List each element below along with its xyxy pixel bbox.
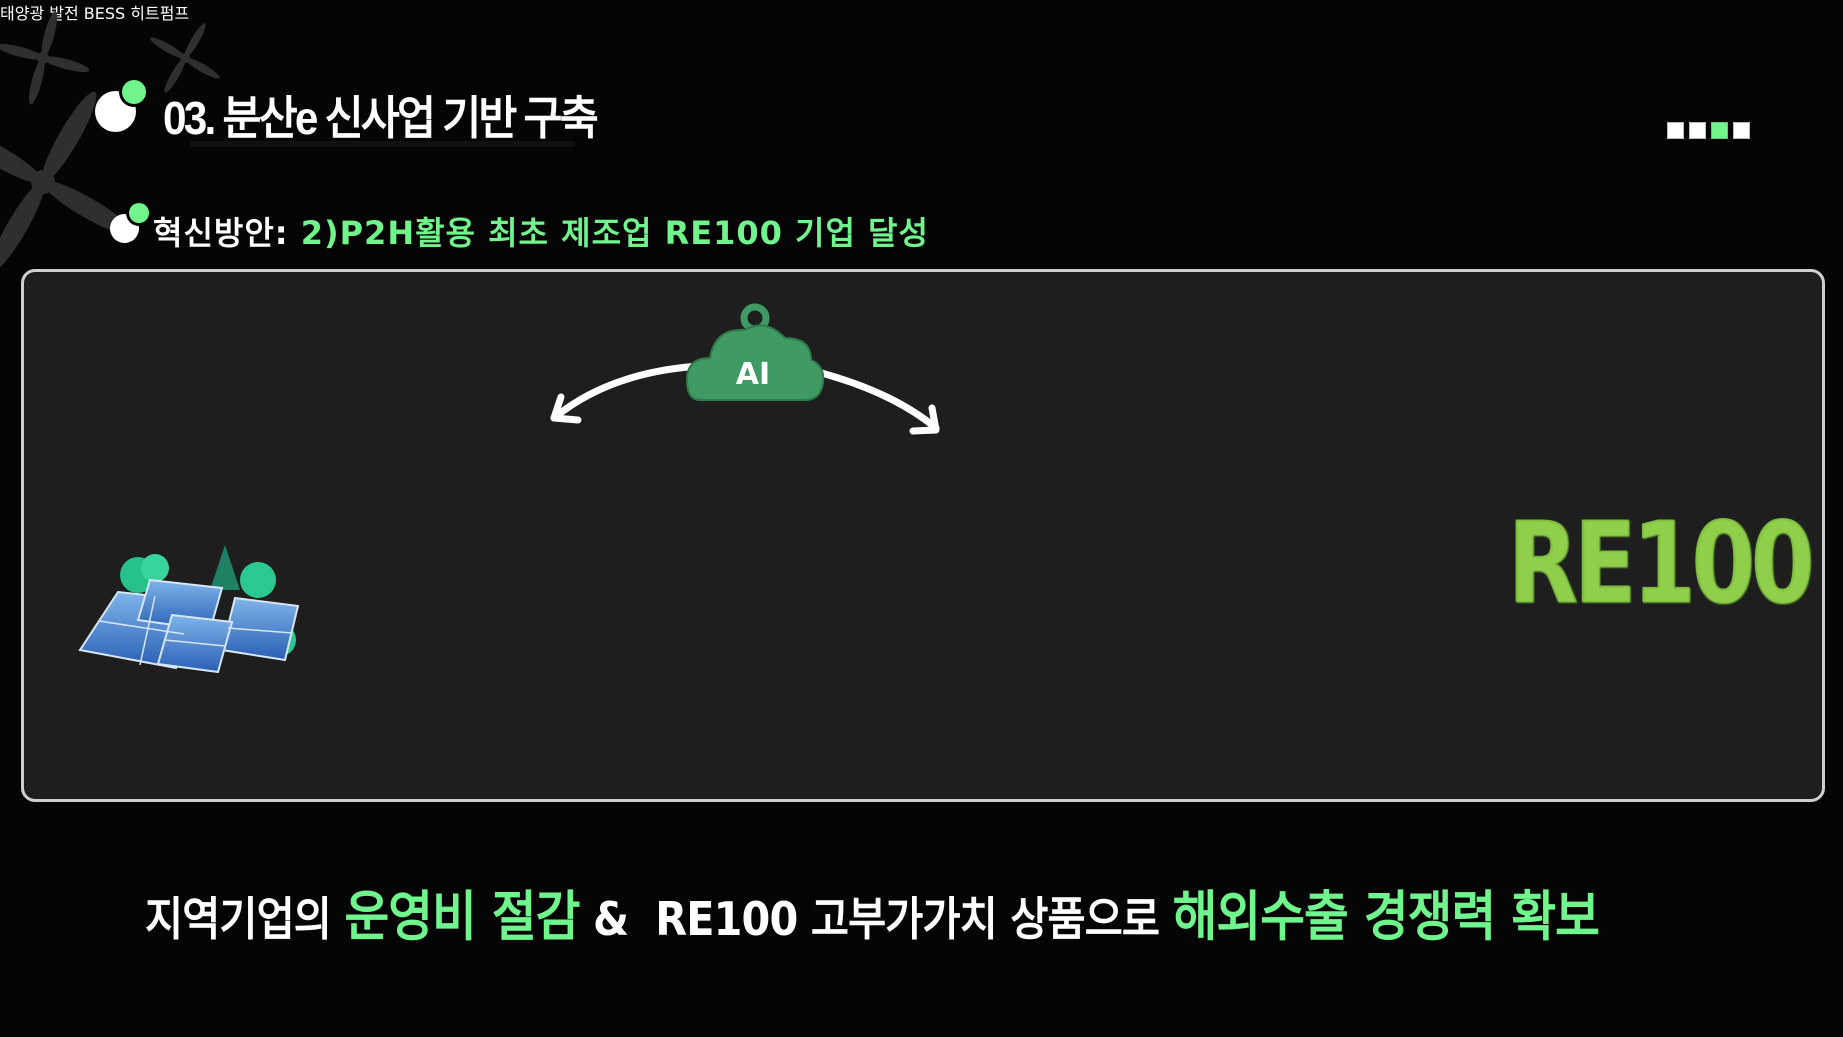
diagram-panel <box>21 269 1825 802</box>
page-dot <box>1689 122 1706 139</box>
re100-badge: RE100 <box>1508 498 1815 630</box>
title-underline <box>190 141 575 147</box>
bottom-text-2: & RE100 고부가가치 상품으로 <box>579 892 1173 946</box>
title-bullet-icon <box>95 78 150 133</box>
subtitle: 혁신방안: 2)P2H활용 최초 제조업 RE100 기업 달성 <box>153 208 929 254</box>
propeller-icon <box>150 23 220 93</box>
page-dot <box>1711 122 1728 139</box>
page-dot <box>1733 122 1750 139</box>
bottom-message: 지역기업의 운영비 절감 & RE100 고부가가치 상품으로 해외수출 경쟁력… <box>145 872 1600 951</box>
lightning-icon: 히트펌프 RE100 지역기업의 운영비 절감 & RE100 고부가가치 상품… <box>130 4 1815 948</box>
subtitle-prefix: 혁신방안: <box>153 214 301 252</box>
bess-label: BESS <box>83 4 126 23</box>
bottom-text-1: 지역기업의 <box>145 892 345 946</box>
page-title: 03. 분산e 신사업 기반 구축 <box>163 92 599 144</box>
bottom-highlight-1: 운영비 절감 <box>344 885 580 948</box>
heat-pump-label: 히트펌프 <box>130 4 190 23</box>
page-dot <box>1667 122 1684 139</box>
subtitle-highlight: 2)P2H활용 최초 제조업 RE100 기업 달성 <box>300 214 929 252</box>
bottom-highlight-2: 해외수출 경쟁력 확보 <box>1172 885 1600 948</box>
lightning-icon: 히트펌프 RE100 지역기업의 운영비 절감 & RE100 고부가가치 상품… <box>130 4 1815 948</box>
page-indicator <box>1667 122 1750 139</box>
propeller-icon <box>0 11 90 105</box>
subtitle-bullet-icon <box>110 200 150 245</box>
solar-label: 태양광 발전 <box>0 4 79 23</box>
